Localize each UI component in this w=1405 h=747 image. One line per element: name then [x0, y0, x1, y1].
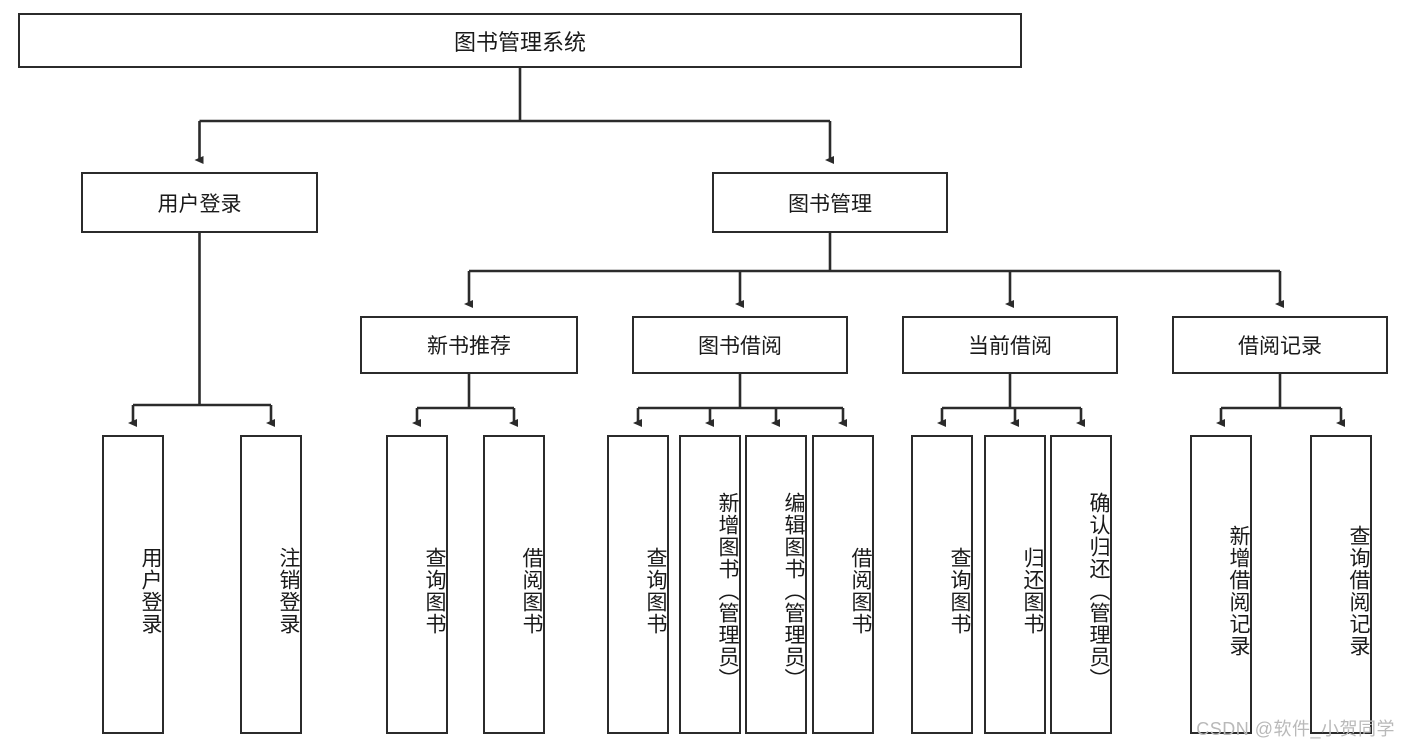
node-leaf-add-record[interactable]: 新增借阅记录	[1190, 435, 1252, 734]
node-leaf-edit-book[interactable]: 编辑图书（管理员）	[745, 435, 807, 734]
node-leaf-query-book-3-label: 查询图书	[948, 546, 971, 635]
node-current-borrow-label: 当前借阅	[968, 335, 1052, 358]
node-leaf-query-record-label: 查询借阅记录	[1347, 524, 1370, 657]
node-leaf-confirm-return[interactable]: 确认归还（管理员）	[1050, 435, 1112, 734]
node-leaf-user-login-label: 用户登录	[139, 546, 162, 635]
node-leaf-confirm-return-label: 确认归还（管理员）	[1087, 491, 1110, 690]
node-leaf-logout-label: 注销登录	[277, 546, 300, 635]
node-user-login[interactable]: 用户登录	[81, 172, 318, 233]
node-leaf-add-book-label: 新增图书（管理员）	[716, 491, 739, 690]
node-leaf-return-book[interactable]: 归还图书	[984, 435, 1046, 734]
node-new-book-rec[interactable]: 新书推荐	[360, 316, 578, 374]
node-leaf-query-book-1[interactable]: 查询图书	[386, 435, 448, 734]
node-leaf-query-record[interactable]: 查询借阅记录	[1310, 435, 1372, 734]
node-new-book-rec-label: 新书推荐	[427, 335, 511, 358]
node-leaf-borrow-book-1[interactable]: 借阅图书	[483, 435, 545, 734]
node-book-manage-label: 图书管理	[788, 192, 872, 216]
node-leaf-logout[interactable]: 注销登录	[240, 435, 302, 734]
node-leaf-query-book-2[interactable]: 查询图书	[607, 435, 669, 734]
node-leaf-query-book-2-label: 查询图书	[644, 546, 667, 635]
node-leaf-edit-book-label: 编辑图书（管理员）	[782, 491, 805, 690]
node-leaf-add-book[interactable]: 新增图书（管理员）	[679, 435, 741, 734]
node-leaf-query-book-1-label: 查询图书	[423, 546, 446, 635]
node-leaf-query-book-3[interactable]: 查询图书	[911, 435, 973, 734]
node-book-borrow[interactable]: 图书借阅	[632, 316, 848, 374]
watermark: CSDN @软件_小贺同学	[1196, 719, 1395, 739]
node-current-borrow[interactable]: 当前借阅	[902, 316, 1118, 374]
node-leaf-borrow-book-2[interactable]: 借阅图书	[812, 435, 874, 734]
node-borrow-record-label: 借阅记录	[1238, 335, 1322, 358]
node-root[interactable]: 图书管理系统	[18, 13, 1022, 68]
node-borrow-record[interactable]: 借阅记录	[1172, 316, 1388, 374]
node-leaf-return-book-label: 归还图书	[1021, 546, 1044, 635]
node-book-borrow-label: 图书借阅	[698, 335, 782, 358]
node-book-manage[interactable]: 图书管理	[712, 172, 948, 233]
node-root-label: 图书管理系统	[453, 29, 586, 55]
node-leaf-borrow-book-2-label: 借阅图书	[849, 546, 872, 635]
node-leaf-add-record-label: 新增借阅记录	[1227, 524, 1250, 657]
node-leaf-user-login[interactable]: 用户登录	[102, 435, 164, 734]
node-leaf-borrow-book-1-label: 借阅图书	[520, 546, 543, 635]
node-user-login-label: 用户登录	[157, 192, 242, 216]
